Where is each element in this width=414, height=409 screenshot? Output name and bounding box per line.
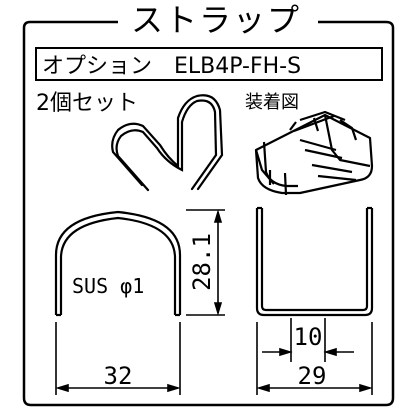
inner-gap-value: 10 xyxy=(294,323,323,351)
option-label: オプション ELB4P-FH-S xyxy=(42,54,301,79)
option-box xyxy=(35,47,383,81)
mount-sketch xyxy=(254,110,374,196)
front-view-strap xyxy=(54,210,182,317)
title-text: ストラップ xyxy=(131,1,301,39)
outer-width-value: 32 xyxy=(104,362,133,390)
mount-label: 装着図 xyxy=(245,92,299,113)
height-dimension xyxy=(186,209,225,316)
set-note: 2個セット xyxy=(36,91,138,116)
outer-width-dimension xyxy=(55,322,181,395)
height-value: 28.1 xyxy=(188,233,216,291)
material-label: SUS φ1 xyxy=(72,274,144,298)
strap-sketch xyxy=(111,94,224,192)
side-view-strap xyxy=(255,206,374,317)
side-width-dimension xyxy=(256,322,373,395)
inner-gap-dimension xyxy=(262,318,354,362)
frame-border xyxy=(22,20,395,407)
side-width-value: 29 xyxy=(298,362,327,390)
